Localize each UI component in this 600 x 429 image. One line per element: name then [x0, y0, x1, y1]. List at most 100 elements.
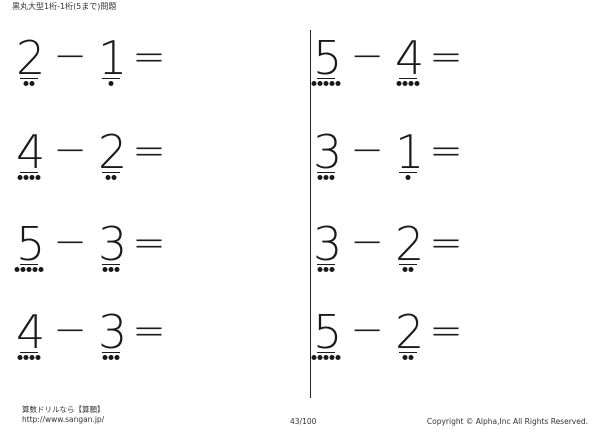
counting-dot	[329, 81, 335, 86]
counting-dot	[32, 267, 38, 272]
counting-dots	[402, 267, 414, 272]
counting-dot	[108, 355, 114, 360]
subtraction-problem: 2−1=	[16, 34, 174, 94]
digit-underline	[317, 78, 335, 79]
equals-sign: =	[429, 220, 463, 266]
counting-dot	[323, 267, 329, 272]
counting-dots	[23, 81, 35, 86]
counting-dot	[317, 81, 323, 86]
counting-dot	[317, 267, 323, 272]
minus-sign: −	[53, 219, 87, 265]
counting-dot	[311, 355, 317, 360]
digit-underline	[20, 78, 38, 79]
counting-dot	[335, 355, 341, 360]
worksheet-title: 黒丸大型1桁-1桁(5まで)問題	[12, 2, 117, 11]
counting-dots	[102, 355, 120, 360]
counting-dot	[14, 267, 20, 272]
counting-dot	[402, 81, 408, 86]
equals-sign: =	[132, 128, 166, 174]
digit-underline	[102, 172, 120, 173]
digit-underline	[20, 264, 38, 265]
subtraction-problem: 5−4=	[311, 34, 471, 94]
minus-sign: −	[53, 127, 87, 173]
counting-dots	[396, 81, 420, 86]
minus-sign: −	[350, 219, 384, 265]
minuend: 5	[311, 308, 342, 360]
counting-dot	[26, 267, 32, 272]
counting-dot	[408, 267, 414, 272]
counting-dot	[23, 175, 29, 180]
counting-dot	[335, 81, 341, 86]
subtrahend: 3	[98, 217, 128, 272]
minuend: 4	[16, 308, 45, 360]
minuend: 5	[14, 220, 45, 272]
subtrahend-digit: 3	[98, 305, 128, 359]
minuend: 5	[311, 34, 342, 86]
counting-dot	[402, 355, 408, 360]
subtrahend: 2	[395, 308, 424, 360]
digit-underline	[317, 352, 335, 353]
subtrahend-digit: 1	[395, 125, 425, 179]
page-number: 43/100	[290, 417, 317, 426]
minuend: 2	[16, 34, 45, 86]
copyright-text: Copyright © Alpha,Inc All Rights Reserve…	[426, 417, 588, 426]
counting-dot	[396, 81, 402, 86]
counting-dot	[323, 355, 329, 360]
equals-sign: =	[429, 34, 463, 80]
minuend: 3	[313, 128, 342, 180]
equals-sign: =	[132, 308, 166, 354]
minus-sign: −	[350, 127, 384, 173]
minuend: 3	[313, 217, 343, 272]
counting-dots	[405, 175, 411, 180]
counting-dot	[317, 175, 323, 180]
counting-dots	[17, 355, 41, 360]
counting-dot	[17, 355, 23, 360]
counting-dots	[14, 267, 44, 272]
counting-dot	[29, 355, 35, 360]
counting-dot	[102, 267, 108, 272]
equals-sign: =	[132, 220, 166, 266]
counting-dots	[402, 355, 414, 360]
minus-sign: −	[350, 307, 384, 353]
subtraction-problem: 5−3=	[14, 217, 174, 280]
counting-dot	[405, 175, 411, 180]
minuend-digit: 4	[16, 125, 46, 179]
footer-brand-text: 算数ドリルなら【算願】	[22, 405, 105, 414]
counting-dot	[323, 81, 329, 86]
minuend-digit: 3	[313, 217, 343, 271]
subtrahend: 1	[98, 34, 127, 86]
counting-dot	[329, 355, 335, 360]
subtrahend: 2	[98, 125, 128, 180]
counting-dot	[35, 175, 41, 180]
minus-sign: −	[53, 307, 87, 353]
subtrahend-digit: 3	[98, 217, 128, 271]
counting-dot	[114, 355, 120, 360]
counting-dot	[38, 267, 44, 272]
digit-underline	[102, 352, 120, 353]
subtrahend: 1	[395, 125, 425, 180]
equals-sign: =	[429, 308, 463, 354]
counting-dots	[317, 267, 335, 272]
counting-dots	[17, 175, 41, 180]
subtrahend: 3	[98, 305, 128, 360]
digit-underline	[399, 352, 417, 353]
counting-dot	[311, 81, 317, 86]
column-divider	[310, 30, 311, 398]
counting-dot	[105, 175, 111, 180]
minus-sign: −	[53, 33, 87, 79]
subtrahend-digit: 2	[98, 125, 128, 179]
digit-underline	[20, 172, 38, 173]
digit-underline	[399, 172, 417, 173]
counting-dots	[311, 81, 341, 86]
counting-dot	[408, 81, 414, 86]
counting-dots	[108, 81, 114, 86]
subtrahend-digit: 2	[395, 217, 425, 271]
counting-dot	[29, 175, 35, 180]
counting-dot	[29, 81, 35, 86]
footer-url-link[interactable]: http://www.sangan.jp/	[22, 415, 105, 424]
digit-underline	[102, 78, 120, 79]
counting-dot	[108, 267, 114, 272]
counting-dot	[111, 175, 117, 180]
counting-dot	[23, 81, 29, 86]
counting-dot	[408, 355, 414, 360]
